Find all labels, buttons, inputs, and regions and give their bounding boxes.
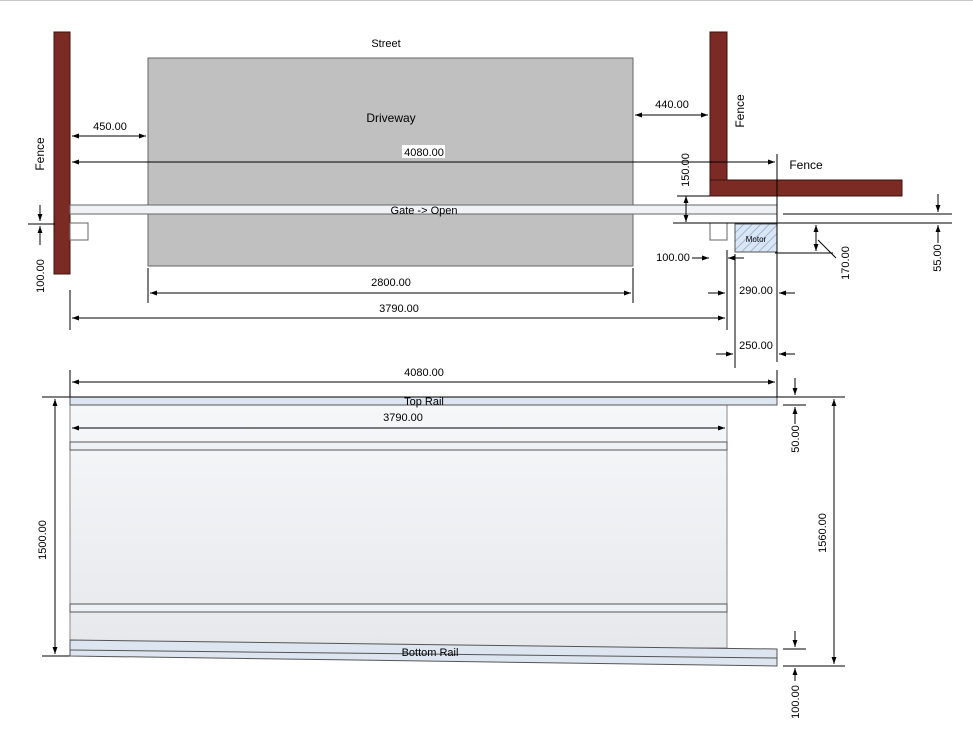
side-fence-label: Fence [789,158,823,172]
right-fence-post [709,31,728,197]
side-fence-rail [709,179,903,197]
dim-100-right: 100.00 [656,252,690,264]
dim-1560: 1560.00 [817,513,829,553]
driveway-label: Driveway [366,111,415,125]
dim-50: 50.00 [790,425,802,453]
street-label: Street [371,38,400,50]
dim-4080-bottom: 4080.00 [404,367,444,379]
dim-150: 150.00 [680,153,692,187]
dim-170: 170.00 [840,246,852,280]
dim-250: 250.00 [739,340,773,352]
dim-170-leader [817,239,837,259]
dim-290: 290.00 [739,285,773,297]
dim-3790-top: 3790.00 [379,303,419,315]
dim-2800: 2800.00 [371,277,411,289]
dim-4080-top: 4080.00 [404,147,444,159]
motor-box [734,223,778,253]
right-fence-label: Fence [733,94,747,128]
dim-100-bottom: 100.00 [790,685,802,719]
dim-440: 440.00 [655,99,689,111]
gate-label: Gate -> Open [391,205,458,217]
dim-100-left: 100.00 [35,259,47,293]
lower-inner-rail [69,603,728,613]
dim-4080-top-bg [402,145,445,158]
right-guide-block [709,222,728,241]
left-guide-block [69,222,89,241]
dim-450: 450.00 [93,121,127,133]
dim-55: 55.00 [932,244,944,272]
motor-label: Motor [746,235,767,244]
left-fence-post [53,31,71,275]
bottom-rail [69,639,778,667]
bottom-rail-edge [69,649,778,659]
dim-1500: 1500.00 [37,520,49,560]
dim-3790-bottom: 3790.00 [383,412,423,424]
upper-inner-rail [69,441,728,451]
bottom-rail-label: Bottom Rail [402,647,459,659]
left-fence-label: Fence [33,137,47,171]
top-rail-label: Top Rail [404,396,444,408]
